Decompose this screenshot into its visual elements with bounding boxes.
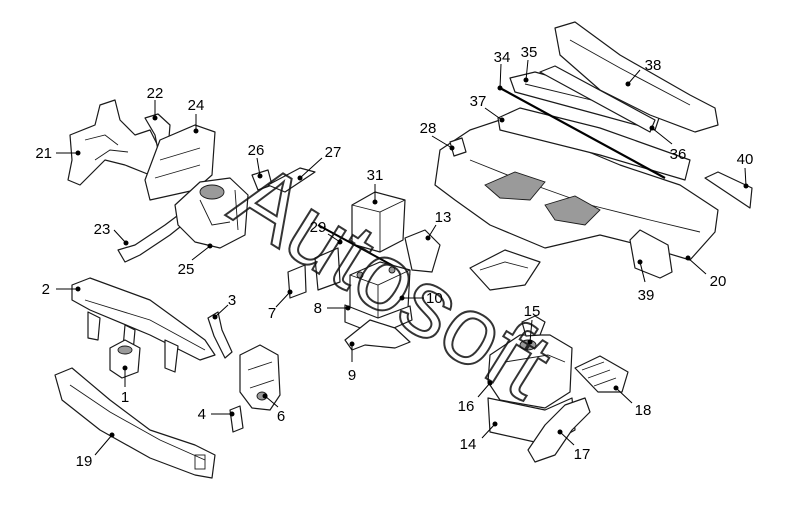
callout-label-28: 28	[420, 120, 437, 137]
callout-label-15: 15	[524, 303, 541, 320]
part-21-wheel-arch-panel	[67, 99, 161, 186]
part-16-coolant-tank	[487, 334, 573, 409]
part-bracket-left	[314, 247, 341, 291]
callout-label-4: 4	[198, 406, 206, 423]
part-25-wheelhouse	[174, 177, 249, 249]
callout-label-38: 38	[645, 57, 662, 74]
part-28-clip	[449, 137, 467, 157]
part-9-tray-bracket	[344, 319, 411, 351]
callout-25: 25	[178, 243, 213, 278]
callout-label-18: 18	[635, 402, 652, 419]
part-7-plate	[287, 264, 307, 299]
part-36-strip	[539, 65, 656, 133]
part-20-bulkhead	[434, 119, 719, 261]
callout-9: 9	[348, 341, 356, 384]
callout-6: 6	[262, 393, 285, 425]
callout-label-34: 34	[494, 49, 511, 66]
callout-label-19: 19	[76, 453, 93, 470]
part-34-seal	[499, 87, 666, 179]
callout-26: 26	[248, 142, 265, 179]
callout-label-26: 26	[248, 142, 265, 159]
callout-29: 29	[310, 219, 343, 245]
callout-label-17: 17	[574, 446, 591, 463]
callout-2: 2	[42, 281, 81, 298]
callout-18: 18	[613, 385, 652, 419]
callout-40: 40	[737, 151, 754, 189]
part-40-plate	[704, 171, 753, 209]
callout-23: 23	[94, 221, 129, 246]
part-mount-plate	[469, 249, 541, 291]
part-13-bracket	[404, 229, 441, 273]
callout-label-25: 25	[178, 261, 195, 278]
part-38-cowl-panel	[554, 21, 719, 133]
callout-label-29: 29	[310, 219, 327, 236]
callout-21: 21	[35, 145, 81, 162]
callout-8: 8	[314, 300, 351, 317]
callout-label-14: 14	[460, 436, 477, 453]
callout-label-31: 31	[367, 167, 384, 184]
callout-label-9: 9	[348, 367, 356, 384]
part-3-hose	[207, 311, 233, 359]
callout-39: 39	[637, 259, 655, 304]
callout-7: 7	[268, 289, 293, 322]
part-6-washer-reservoir	[239, 344, 281, 411]
callout-label-16: 16	[458, 398, 475, 415]
callout-1: 1	[121, 365, 129, 406]
callout-label-37: 37	[470, 93, 487, 110]
callout-24: 24	[188, 97, 205, 134]
callout-3: 3	[212, 292, 236, 320]
callout-19: 19	[76, 432, 115, 470]
callout-20: 20	[685, 255, 727, 290]
part-37-panel	[497, 107, 691, 181]
part-15-cap	[521, 315, 546, 337]
callout-label-23: 23	[94, 221, 111, 238]
callout-14: 14	[460, 421, 498, 453]
callout-label-10: 10	[426, 290, 443, 307]
callout-37: 37	[470, 93, 505, 123]
callout-label-35: 35	[521, 44, 538, 61]
callout-label-39: 39	[638, 287, 655, 304]
callout-label-36: 36	[670, 146, 687, 163]
callout-label-2: 2	[42, 281, 50, 298]
callout-34: 34	[494, 49, 511, 91]
callout-label-21: 21	[35, 145, 52, 162]
callout-10: 10	[399, 290, 443, 307]
callout-27: 27	[297, 144, 342, 181]
callout-label-8: 8	[314, 300, 322, 317]
callout-22: 22	[147, 85, 164, 121]
callout-28: 28	[420, 120, 455, 151]
part-2-upper-crossmember	[71, 277, 216, 373]
callout-label-13: 13	[435, 209, 452, 226]
callout-label-1: 1	[121, 389, 129, 406]
callout-15: 15	[524, 303, 541, 345]
callout-31: 31	[367, 167, 384, 205]
callout-38: 38	[625, 57, 662, 87]
callout-label-3: 3	[228, 292, 236, 309]
part-4-pump	[229, 405, 244, 433]
callout-label-40: 40	[737, 151, 754, 168]
part-27-strip	[267, 167, 316, 193]
callout-35: 35	[521, 44, 538, 83]
callout-label-6: 6	[277, 408, 285, 425]
part-18-filter	[574, 355, 629, 393]
callout-16: 16	[458, 380, 493, 415]
part-1-mount	[109, 339, 141, 379]
callout-label-22: 22	[147, 85, 164, 102]
callout-13: 13	[425, 209, 452, 241]
callout-label-20: 20	[710, 273, 727, 290]
callout-label-7: 7	[268, 305, 276, 322]
callout-label-24: 24	[188, 97, 205, 114]
callout-36: 36	[649, 125, 687, 163]
callout-4: 4	[198, 406, 235, 423]
part-19-lower-crossmember	[54, 367, 216, 479]
callout-17: 17	[557, 429, 591, 463]
callout-label-27: 27	[325, 144, 342, 161]
